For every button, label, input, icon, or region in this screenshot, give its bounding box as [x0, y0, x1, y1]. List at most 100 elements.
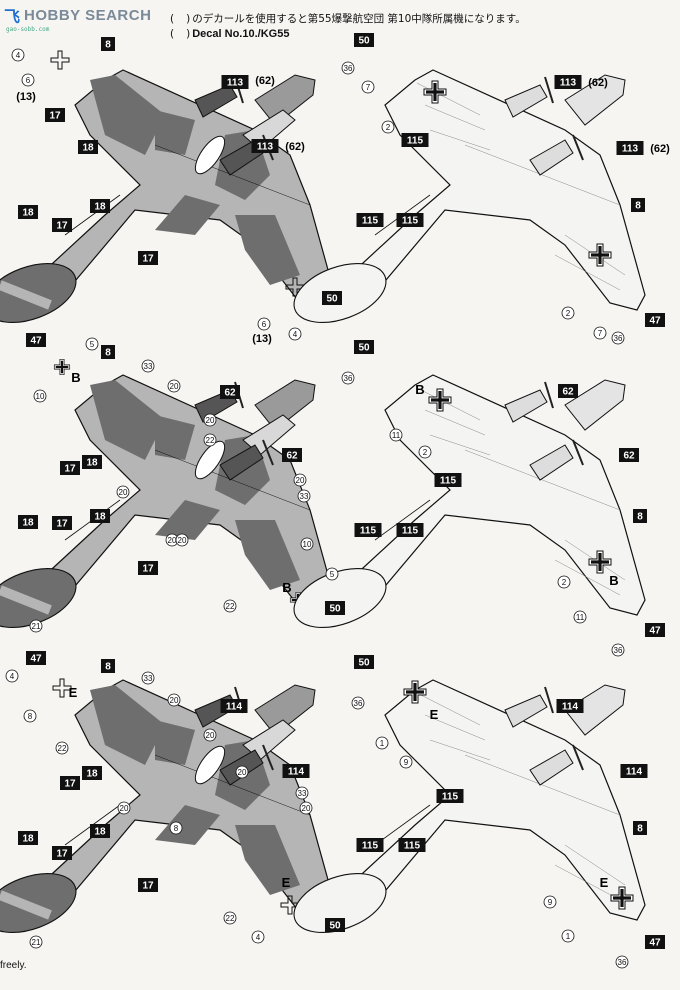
stencil-number-circle: [117, 801, 131, 815]
decal-number-box: [101, 37, 115, 51]
decal-number-box: [645, 935, 665, 949]
decal-number-box: [82, 455, 102, 469]
aircraft-code-letter: B: [415, 382, 424, 397]
stencil-number-circle: [11, 48, 25, 62]
decal-number-box: [18, 205, 38, 219]
decal-number-box: [26, 651, 46, 665]
decal-number-box: [52, 846, 72, 860]
decal-number-label: 17: [49, 111, 61, 122]
stencil-number-label: 2: [566, 309, 571, 318]
decal-number-label: 113: [560, 78, 577, 89]
stencil-number-label: 10: [303, 540, 312, 549]
stencil-number-label: 4: [10, 672, 15, 681]
decal-number-box: [138, 878, 158, 892]
aircraft-code-letter: E: [69, 685, 78, 700]
stencil-number-circle: [561, 929, 575, 943]
decal-number-box: [90, 199, 110, 213]
decal-number-box: [90, 824, 110, 838]
decal-number-label: 18: [86, 458, 98, 469]
decal-number-box: [60, 776, 80, 790]
decal-number-box: [251, 139, 279, 153]
stencil-number-label: 20: [170, 382, 179, 391]
decal-number-box: [645, 623, 665, 637]
decal-alt-note: (62): [588, 77, 608, 89]
stencil-number-circle: [375, 736, 389, 750]
stencil-number-label: 33: [144, 674, 153, 683]
stencil-number-circle: [361, 80, 375, 94]
stencil-number-label: 1: [380, 739, 385, 748]
aircraft-code-letter: E: [430, 707, 439, 722]
stencil-number-circle: [611, 331, 625, 345]
stencil-number-circle: [341, 371, 355, 385]
stencil-number-label: 2: [562, 578, 567, 587]
stencil-number-circle: [141, 671, 155, 685]
stencil-number-label: 20: [119, 488, 128, 497]
decal-number-label: 8: [637, 824, 643, 835]
stencil-number-circle: [175, 533, 189, 547]
stencil-number-label: 20: [238, 768, 247, 777]
decal-number-label: 47: [30, 336, 42, 347]
decal-number-label: 62: [623, 451, 635, 462]
decal-number-label: 115: [407, 136, 424, 147]
stencil-number-circle: [203, 433, 217, 447]
decal-alt-note: (62): [650, 143, 670, 155]
stencil-number-label: 36: [354, 699, 363, 708]
stencil-number-circle: [29, 935, 43, 949]
decal-number-label: 114: [626, 767, 643, 778]
decal-number-box: [396, 523, 424, 537]
decal-number-box: [220, 385, 240, 399]
decal-number-box: [82, 766, 102, 780]
row1-top-view: [0, 50, 335, 334]
decal-number-box: [138, 561, 158, 575]
decal-number-box: [354, 655, 374, 669]
stencil-number-label: 9: [404, 758, 409, 767]
stencil-number-label: 6: [26, 76, 31, 85]
decal-number-label: 50: [329, 921, 341, 932]
decal-number-label: 18: [94, 202, 106, 213]
decal-number-box: [558, 384, 578, 398]
decal-number-label: 115: [362, 841, 379, 852]
decal-alt-note: (62): [285, 141, 305, 153]
stencil-number-label: 22: [58, 744, 67, 753]
decal-number-label: 62: [224, 388, 236, 399]
decal-number-label: 50: [358, 36, 370, 47]
decal-number-label: 115: [404, 841, 421, 852]
stencil-number-circle: [300, 537, 314, 551]
stencil-number-label: 4: [256, 933, 261, 942]
row2-top-view: [0, 358, 335, 639]
paren-open-2: (: [170, 28, 175, 40]
decal-number-label: 17: [56, 519, 68, 530]
row3-bottom-view: [285, 679, 646, 945]
stencil-number-circle: [297, 489, 311, 503]
watermark-subtext: gao-sobb.com: [6, 26, 50, 33]
decal-number-box: [434, 473, 462, 487]
stencil-number-label: 6: [262, 320, 267, 329]
stencil-number-label: 11: [392, 431, 401, 440]
row2-bottom-view: [285, 374, 646, 640]
stencil-number-label: 36: [614, 334, 623, 343]
stencil-number-circle: [325, 567, 339, 581]
decal-number-label: 8: [105, 40, 111, 51]
stencil-number-circle: [615, 955, 629, 969]
decal-number-box: [631, 198, 645, 212]
decal-number-label: 50: [358, 658, 370, 669]
stencil-number-circle: [203, 413, 217, 427]
stencil-number-label: 8: [174, 824, 179, 833]
decal-number-label: 17: [64, 779, 76, 790]
stencil-number-label: 5: [330, 570, 335, 579]
watermark: 飞 HOBBY SEARCH: [4, 2, 151, 28]
decal-number-box: [396, 213, 424, 227]
stencil-number-label: 20: [206, 731, 215, 740]
stencil-number-circle: [55, 741, 69, 755]
stencil-number-circle: [257, 317, 271, 331]
decal-number-label: 50: [358, 343, 370, 354]
callout-labels: 8171818171817501131134664(13)(13)(62)(62…: [5, 33, 670, 969]
decal-number-label: 114: [288, 767, 305, 778]
decal-number-label: 17: [142, 881, 154, 892]
decal-number-box: [619, 448, 639, 462]
decal-number-box: [26, 333, 46, 347]
decal-number-label: 18: [22, 208, 34, 219]
stencil-number-circle: [33, 389, 47, 403]
stencil-number-label: 8: [28, 712, 33, 721]
stencil-number-circle: [167, 693, 181, 707]
